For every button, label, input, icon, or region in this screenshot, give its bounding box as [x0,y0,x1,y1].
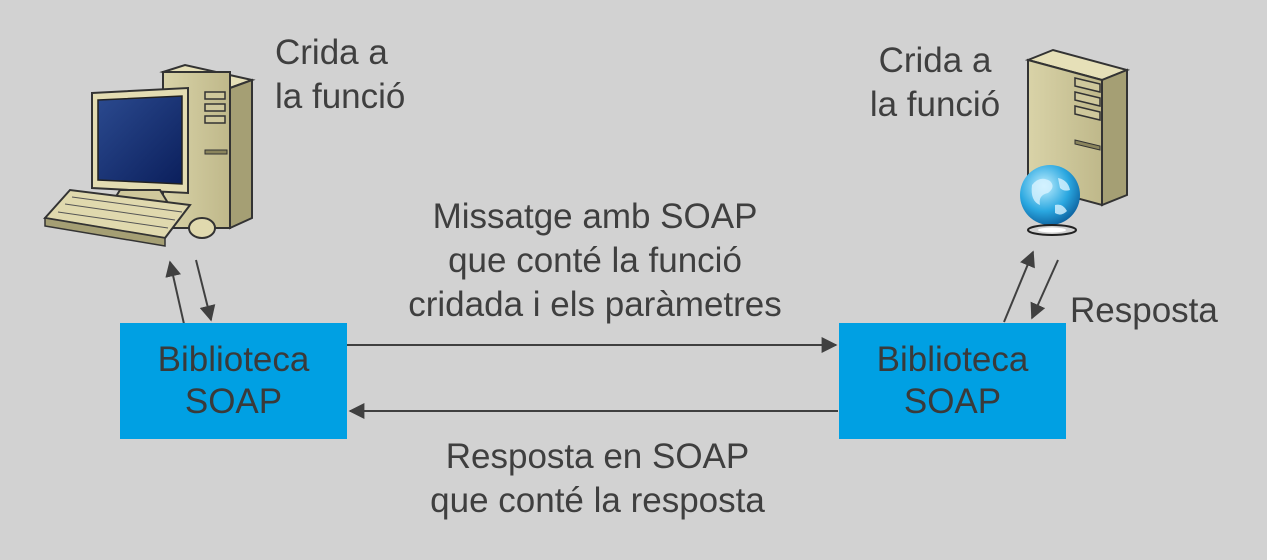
server-up-arrow [1003,250,1035,323]
client-soap-library: Biblioteca SOAP [120,323,347,439]
response-label: Resposta en SOAP que conté la resposta [430,437,765,520]
client-caption: Crida a la funció [275,33,406,116]
server-tower-globe-icon [1020,48,1131,236]
server-down-arrow [1030,259,1059,320]
server-response-label: Resposta [1070,291,1218,330]
client-down-arrow [195,259,216,322]
server-soap-library: Biblioteca SOAP [839,323,1066,439]
server-caption: Crida a la funció [869,41,1001,124]
desktop-computer-icon [43,63,256,247]
client-up-arrow [165,260,185,325]
request-label: Missatge amb SOAP que conté la funció cr… [408,197,782,324]
